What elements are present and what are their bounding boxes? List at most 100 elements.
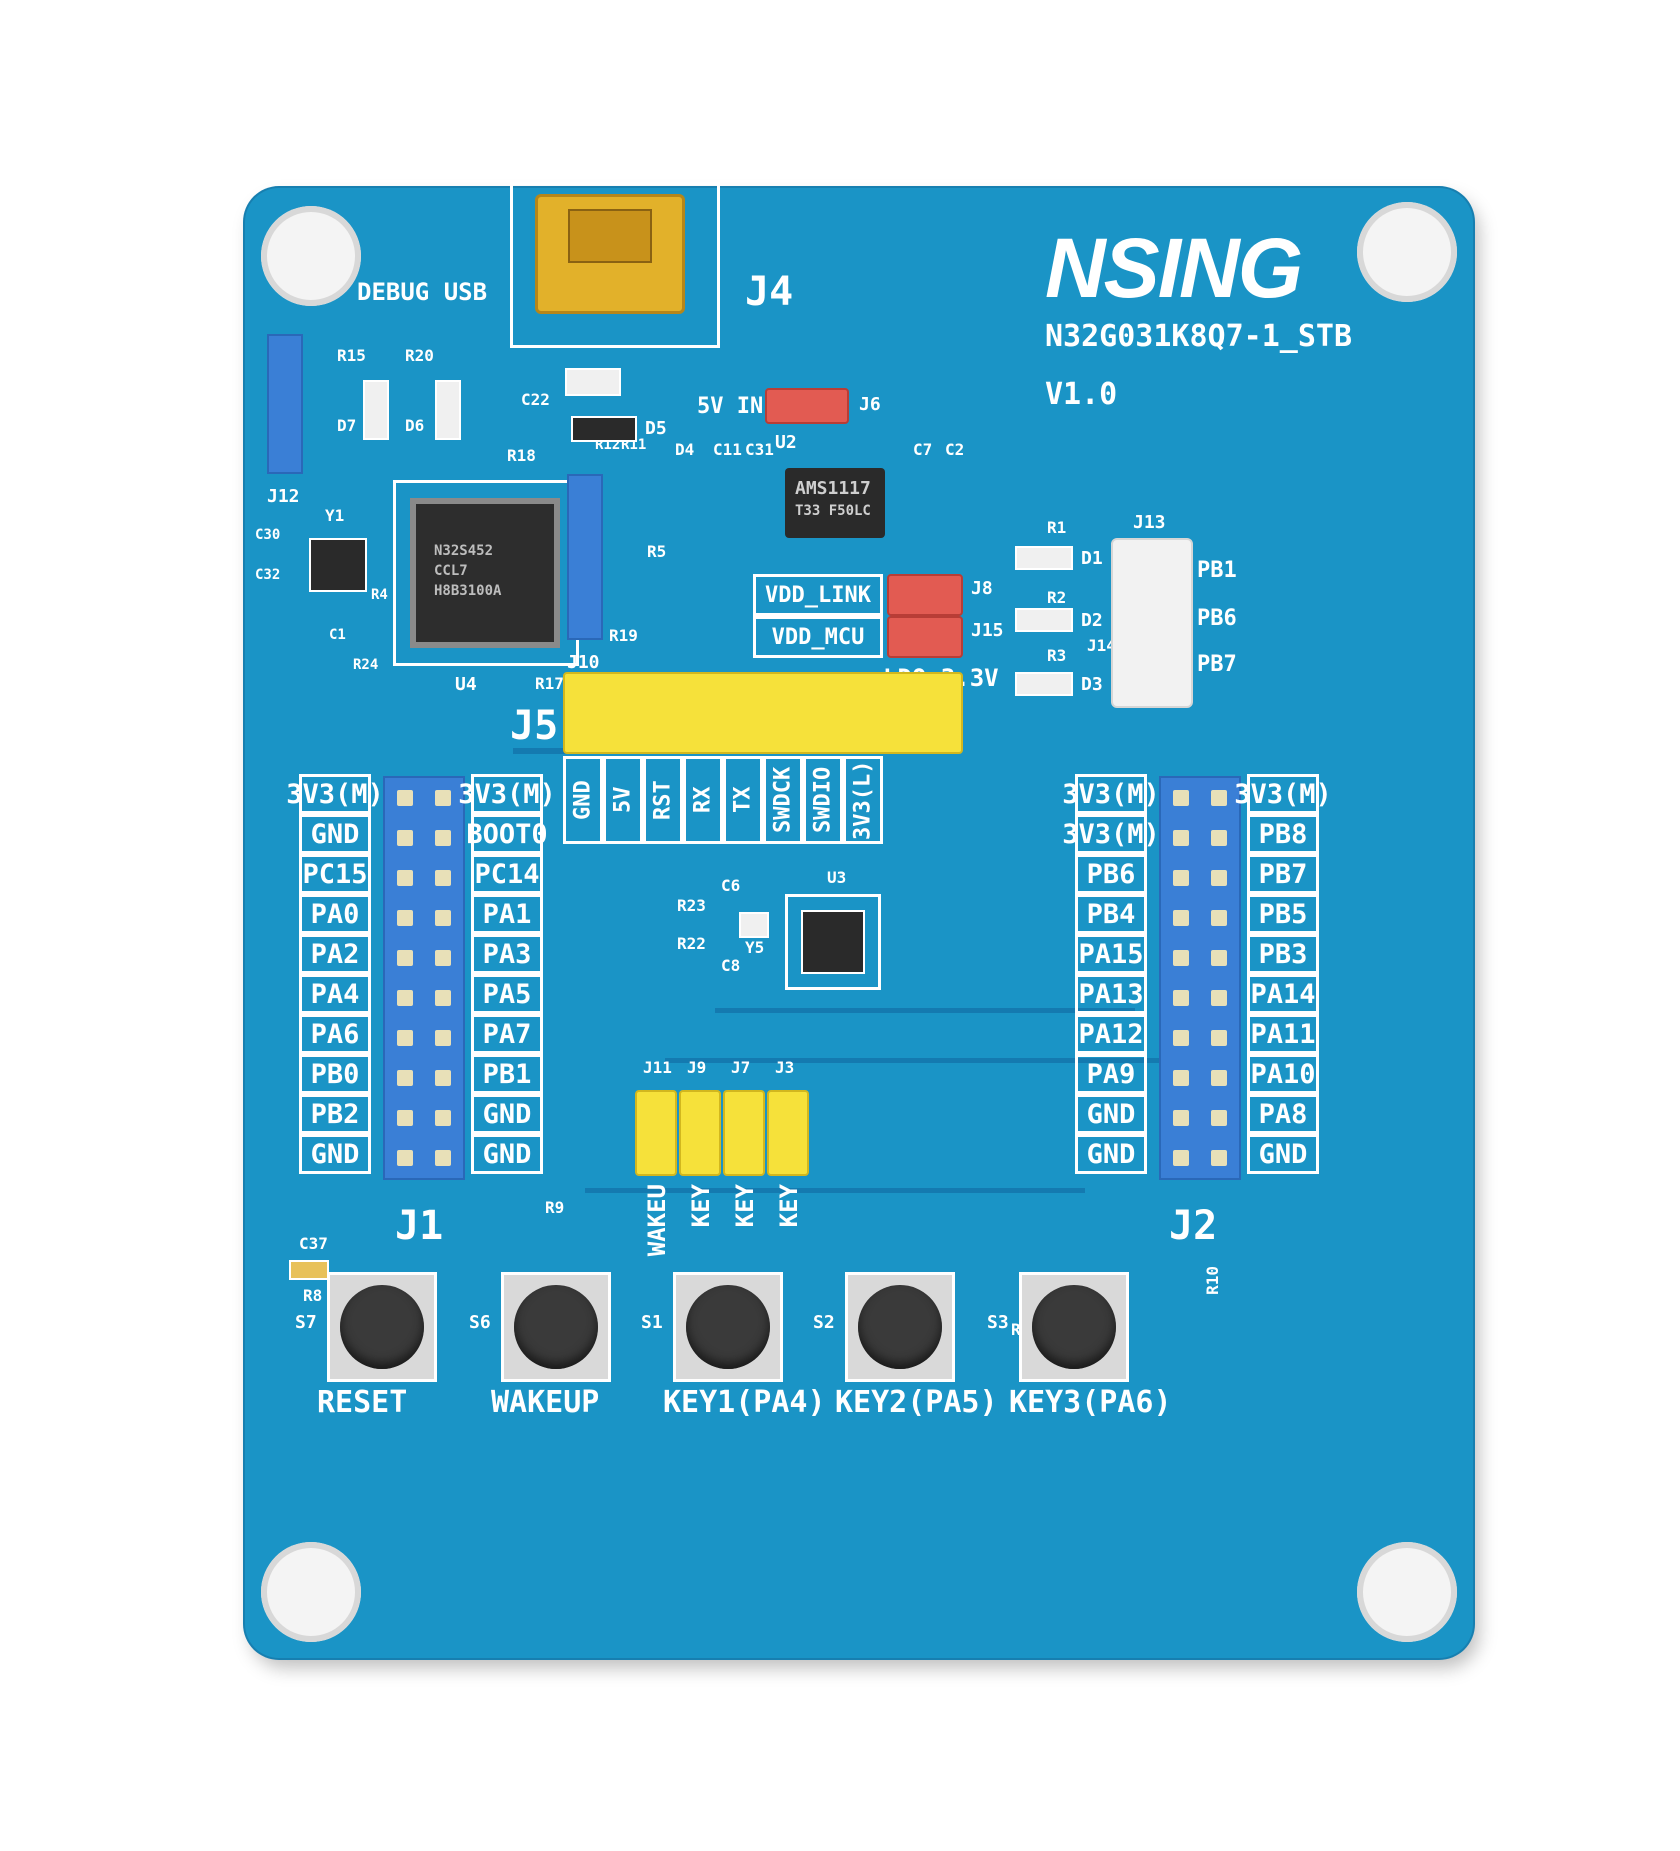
c31-label: C31	[745, 440, 774, 459]
usb-connector-outline	[510, 182, 720, 348]
button-label: RESET	[317, 1385, 408, 1420]
led-d1[interactable]	[1015, 546, 1073, 570]
button-cap[interactable]	[340, 1285, 424, 1369]
button-label: KEY3(PA6)	[1009, 1385, 1172, 1420]
j15-label: J15	[971, 620, 1004, 641]
j2-right-pin: PB3	[1247, 934, 1319, 974]
cap-c37	[289, 1260, 329, 1280]
jumper-j11[interactable]	[635, 1090, 677, 1176]
j2-pin-dot	[1173, 990, 1189, 1006]
j5-pin-label: RX	[683, 756, 723, 844]
c32-label: C32	[255, 567, 281, 583]
j1-left-pin: 3V3(M)	[286, 774, 384, 814]
j1-left-pin: PA2	[299, 934, 371, 974]
j2-right-pin: PB7	[1247, 854, 1319, 894]
j6-label: J6	[859, 394, 881, 415]
button-cap[interactable]	[858, 1285, 942, 1369]
j2-right-pin: PA8	[1247, 1094, 1319, 1134]
button-reset[interactable]	[327, 1272, 437, 1382]
j2-right-pin: 3V3(M)	[1234, 774, 1332, 814]
j1-pin-dot	[435, 990, 451, 1006]
j1-left-pin: PB2	[299, 1094, 371, 1134]
u4-chip-line2: CCL7	[434, 563, 468, 579]
jumper-j7[interactable]	[723, 1090, 765, 1176]
led-d6	[435, 380, 461, 440]
j1-pin-dot	[397, 1070, 413, 1086]
button-ref-label: S6	[469, 1312, 491, 1333]
j1-pin-dot	[435, 1070, 451, 1086]
jumper-j8[interactable]	[887, 574, 963, 616]
jumper-j9[interactable]	[679, 1090, 721, 1176]
j3-label: J3	[775, 1058, 795, 1077]
button-ref-label: S2	[813, 1312, 835, 1333]
jumper-j15[interactable]	[887, 616, 963, 658]
j1-pin-dot	[435, 1150, 451, 1166]
r17-label: R17	[535, 674, 564, 693]
j1-pin-dot	[397, 870, 413, 886]
j2-pin-dot	[1173, 910, 1189, 926]
d7-label: D7	[337, 416, 357, 435]
button-label: KEY2(PA5)	[835, 1385, 998, 1420]
j13-label: J13	[1133, 512, 1166, 533]
jumper-j6[interactable]	[765, 388, 849, 424]
u3-chip	[801, 910, 865, 974]
j1-pin-dot	[435, 870, 451, 886]
j5-pin-label: TX	[723, 756, 763, 844]
diode-d5	[571, 416, 637, 442]
button-cap[interactable]	[686, 1285, 770, 1369]
j1-pin-dot	[435, 950, 451, 966]
mounting-hole-top-left	[261, 206, 361, 306]
j2-left-pin: GND	[1075, 1134, 1147, 1174]
j10-header[interactable]	[567, 474, 603, 640]
pcb-board: NSING N32G031K8Q7-1_STB V1.0 DEBUG USB J…	[245, 182, 1473, 1658]
j9-label: J9	[687, 1058, 707, 1077]
j2-right-pin: PB8	[1247, 814, 1319, 854]
c8-label: C8	[721, 956, 741, 975]
jumper-j3[interactable]	[767, 1090, 809, 1176]
led-d2[interactable]	[1015, 608, 1073, 632]
button-key1pa4[interactable]	[673, 1272, 783, 1382]
j5-pin-label: SWDCK	[763, 756, 803, 844]
button-cap[interactable]	[1032, 1285, 1116, 1369]
j1-pin-dot	[397, 910, 413, 926]
j1-pin-dot	[435, 1030, 451, 1046]
board-version: V1.0	[1045, 377, 1118, 412]
j2-right-pin: PA10	[1247, 1054, 1319, 1094]
j1-pin-dot	[435, 1110, 451, 1126]
j12-header[interactable]	[267, 334, 303, 474]
j1-right-pin: PB1	[471, 1054, 543, 1094]
j2-pin-dot	[1211, 830, 1227, 846]
j1-pin-dot	[435, 790, 451, 806]
led-d3[interactable]	[1015, 672, 1073, 696]
mini-usb-connector[interactable]	[535, 194, 685, 314]
button-wakeup[interactable]	[501, 1272, 611, 1382]
trace	[585, 1188, 1085, 1193]
mounting-hole-bottom-left	[261, 1542, 361, 1642]
j2-pin-dot	[1173, 830, 1189, 846]
d6-label: D6	[405, 416, 425, 435]
j1-right-pin: GND	[471, 1094, 543, 1134]
button-key3pa6[interactable]	[1019, 1272, 1129, 1382]
j5-header[interactable]	[563, 672, 963, 754]
key-jumper-label-key1: KEY	[687, 1184, 715, 1228]
r19-label: R19	[609, 626, 638, 645]
white-header-j13[interactable]	[1111, 538, 1193, 708]
button-key2pa5[interactable]	[845, 1272, 955, 1382]
pb7-label: PB7	[1197, 652, 1237, 677]
nsing-logo: NSING	[1045, 221, 1303, 315]
j1-left-pin: GND	[299, 814, 371, 854]
j5-pin-label: GND	[563, 756, 603, 844]
button-cap[interactable]	[514, 1285, 598, 1369]
c2-label: C2	[945, 440, 965, 459]
r4-label: R4	[371, 587, 388, 603]
debug-usb-label: DEBUG USB	[357, 278, 488, 306]
j1-right-pin: PA1	[471, 894, 543, 934]
j2-pin-dot	[1211, 870, 1227, 886]
j2-label: J2	[1169, 1203, 1218, 1249]
j2-header[interactable]	[1159, 776, 1241, 1180]
j1-left-pin: PC15	[299, 854, 371, 894]
j1-header[interactable]	[383, 776, 465, 1180]
j2-left-pin: 3V3(M)	[1062, 814, 1160, 854]
button-label: WAKEUP	[491, 1385, 600, 1420]
regulator-text: AMS1117	[795, 478, 871, 499]
